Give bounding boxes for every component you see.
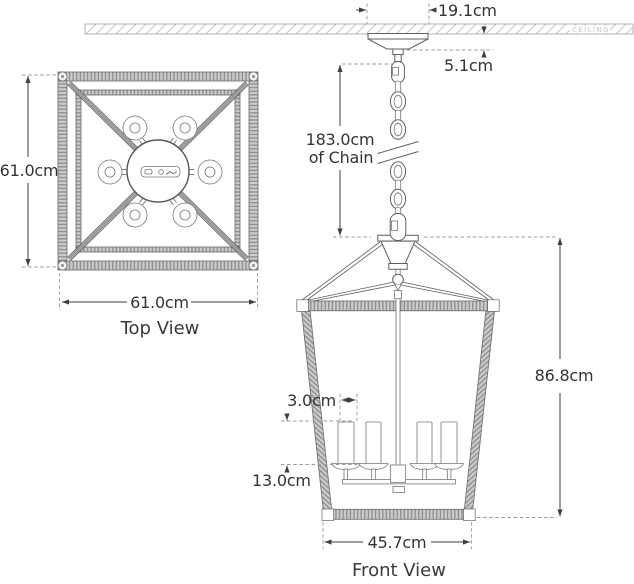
front-view-title: Front View xyxy=(352,560,446,581)
center-canopy-circle xyxy=(126,139,190,203)
chain-length-label-line2: of Chain xyxy=(309,148,374,167)
bulb-icons xyxy=(97,115,223,228)
canopy-height-dimension: 5.1cm xyxy=(407,26,493,75)
candle-width-label: 3.0cm xyxy=(287,391,336,410)
candelabra-cluster xyxy=(330,421,465,493)
canopy-height-label: 5.1cm xyxy=(444,56,493,75)
ceiling-canopy xyxy=(367,33,429,62)
front-view-drawing: 19.1cm 5.1cm xyxy=(252,1,594,581)
canopy-width-dimension: 19.1cm xyxy=(356,1,497,24)
ceiling-label-backing xyxy=(570,25,610,33)
top-view-title: Top View xyxy=(120,318,200,339)
fixture-width-label: 45.7cm xyxy=(368,533,427,552)
candle-sleeve xyxy=(337,421,355,465)
candle-width-dimension: 3.0cm xyxy=(287,391,358,421)
ceiling-label: CEILING xyxy=(572,26,610,34)
ceiling: CEILING xyxy=(84,23,634,35)
candle-height-label: 13.0cm xyxy=(252,471,311,490)
fixture-height-dimension: 86.8cm xyxy=(477,238,594,518)
chain-length-label-line1: 183.0cm xyxy=(306,130,375,149)
top-view-drawing: 61.0cm 61.0cm Top View xyxy=(0,71,259,339)
lantern-body-frame xyxy=(301,311,495,522)
lantern-support-arms xyxy=(301,241,495,303)
top-view-height-dimension: 61.0cm xyxy=(0,74,59,268)
canopy-width-label: 19.1cm xyxy=(438,1,497,20)
corner-screw-icons xyxy=(57,71,259,271)
candle-height-dimension: 13.0cm xyxy=(252,413,360,490)
chain-break-icon xyxy=(377,141,419,164)
center-rod xyxy=(393,290,402,466)
top-view-height-label: 61.0cm xyxy=(0,161,58,180)
lantern-finial xyxy=(377,213,419,292)
top-view-width-label: 61.0cm xyxy=(130,293,189,312)
fixture-width-dimension: 45.7cm xyxy=(322,522,472,552)
ceiling-hatch-band xyxy=(84,23,634,35)
top-view-width-dimension: 61.0cm xyxy=(59,273,258,312)
candle-sleeve xyxy=(440,421,458,465)
fixture-height-label: 86.8cm xyxy=(535,366,594,385)
candle-sleeve xyxy=(416,421,433,465)
candle-sleeve xyxy=(365,421,382,465)
hanging-chain xyxy=(377,61,419,219)
chain-length-dimension: 183.0cm of Chain xyxy=(306,63,394,236)
